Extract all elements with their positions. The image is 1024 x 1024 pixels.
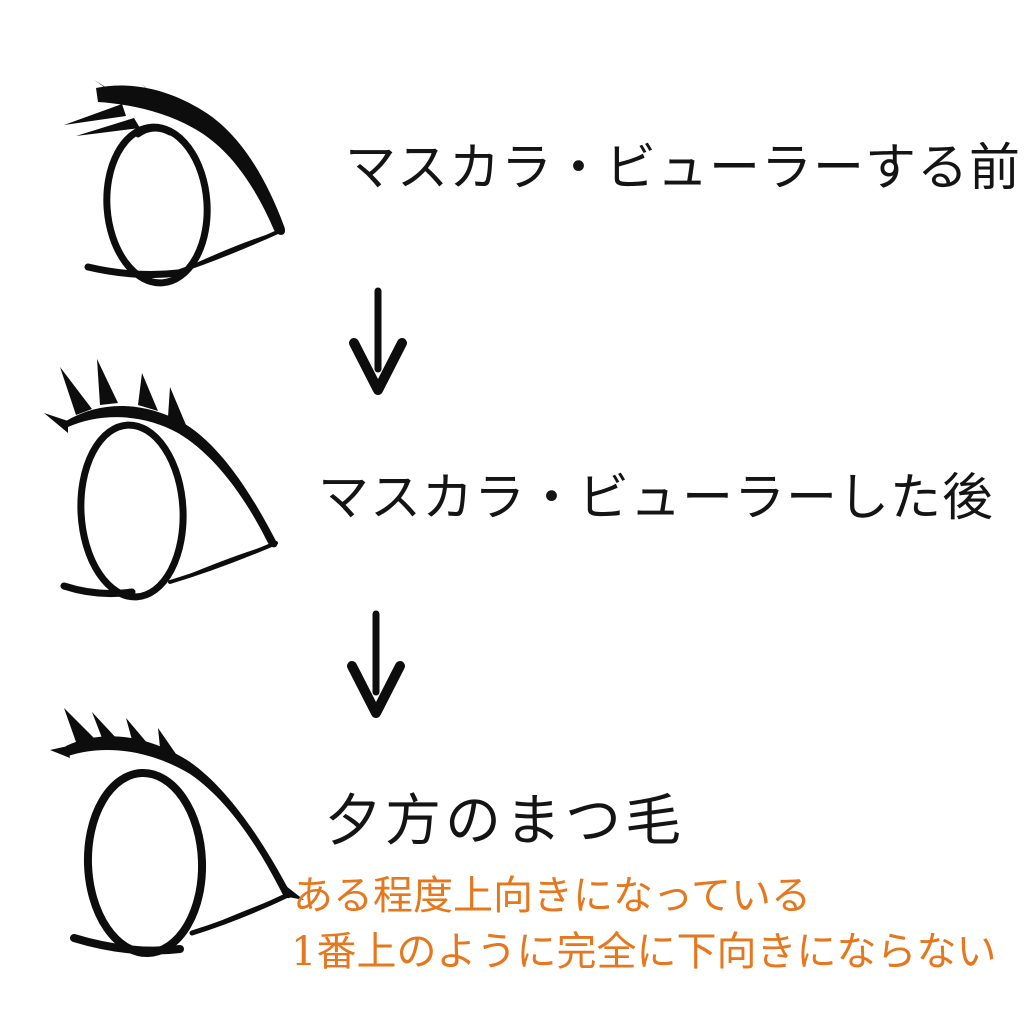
step-2-label: マスカラ・ビューラーした後 — [318, 469, 995, 528]
note-line-2: 1番上のように完全に下向きにならない — [291, 929, 997, 975]
down-arrow-icon — [349, 287, 407, 395]
eye-sketch-before-icon — [64, 80, 285, 287]
eye-sketch-after-icon — [44, 359, 278, 601]
step-1-label: マスカラ・ビューラーする前 — [345, 139, 1022, 198]
step-3-label: 夕方のまつ毛 — [325, 789, 685, 854]
down-arrow-icon — [347, 610, 405, 718]
note-line-1: ある程度上向きになっている — [293, 873, 811, 919]
eye-sketch-evening-icon — [50, 708, 304, 957]
